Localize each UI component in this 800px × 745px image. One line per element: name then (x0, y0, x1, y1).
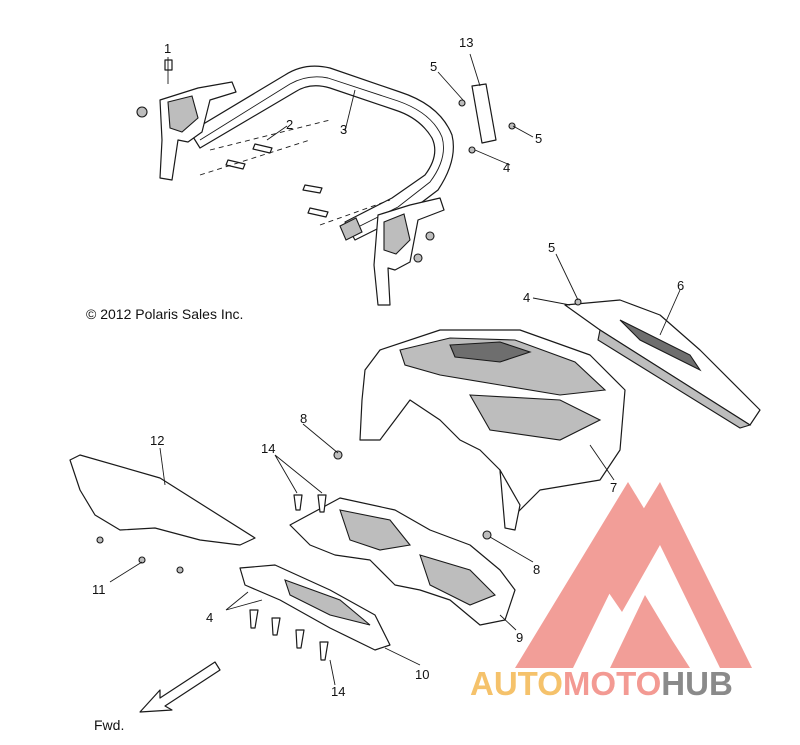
watermark-word-moto: MOTO (563, 665, 661, 702)
callout-4-lower: 4 (206, 610, 213, 625)
center-bracket-item-9 (289, 497, 516, 626)
callout-numbers: 1 2 3 4 5 5 4 13 5 4 6 7 8 8 14 12 11 4 … (92, 35, 684, 699)
strap-item-13 (458, 83, 516, 154)
callout-10: 10 (415, 667, 429, 682)
callout-1: 1 (164, 41, 171, 56)
watermark-word-hub: HUB (661, 665, 733, 702)
callout-5-right: 5 (548, 240, 555, 255)
callout-4-right: 4 (523, 290, 530, 305)
watermark-logo-icon (515, 482, 752, 668)
lower-rail-item-10 (239, 564, 391, 651)
callout-13: 13 (459, 35, 473, 50)
svg-text:AUTOMOTOHUB: AUTOMOTOHUB (470, 665, 733, 702)
copyright-notice: © 2012 Polaris Sales Inc. (86, 306, 243, 322)
callout-14-upper: 14 (261, 441, 275, 456)
callout-2: 2 (286, 117, 293, 132)
callout-8-lower: 8 (533, 562, 540, 577)
callout-12: 12 (150, 433, 164, 448)
watermark-wordmark: AUTOMOTOHUB (470, 665, 733, 702)
callout-9: 9 (516, 630, 523, 645)
side-panel-item-12 (69, 454, 256, 546)
callout-7: 7 (610, 480, 617, 495)
callout-5-top-right: 5 (535, 131, 542, 146)
forward-label: Fwd. (94, 717, 124, 733)
callout-4-top: 4 (503, 160, 510, 175)
rear-fender-item-7 (359, 329, 626, 531)
watermark-word-auto: AUTO (470, 665, 563, 702)
fasteners (96, 450, 492, 574)
right-bracket (373, 197, 445, 306)
callout-3: 3 (340, 122, 347, 137)
callout-14-lower: 14 (331, 684, 345, 699)
handle-bar (189, 65, 454, 241)
callout-11: 11 (92, 582, 106, 597)
push-rivets-item-14 (249, 494, 329, 661)
bolts-item-2 (199, 119, 391, 226)
callout-6: 6 (677, 278, 684, 293)
rear-panel-item-6 (564, 298, 761, 429)
left-bracket (136, 59, 237, 181)
forward-arrow-icon (139, 661, 221, 713)
callout-8-upper: 8 (300, 411, 307, 426)
callout-5-top-left: 5 (430, 59, 437, 74)
leader-lines (109, 53, 681, 686)
